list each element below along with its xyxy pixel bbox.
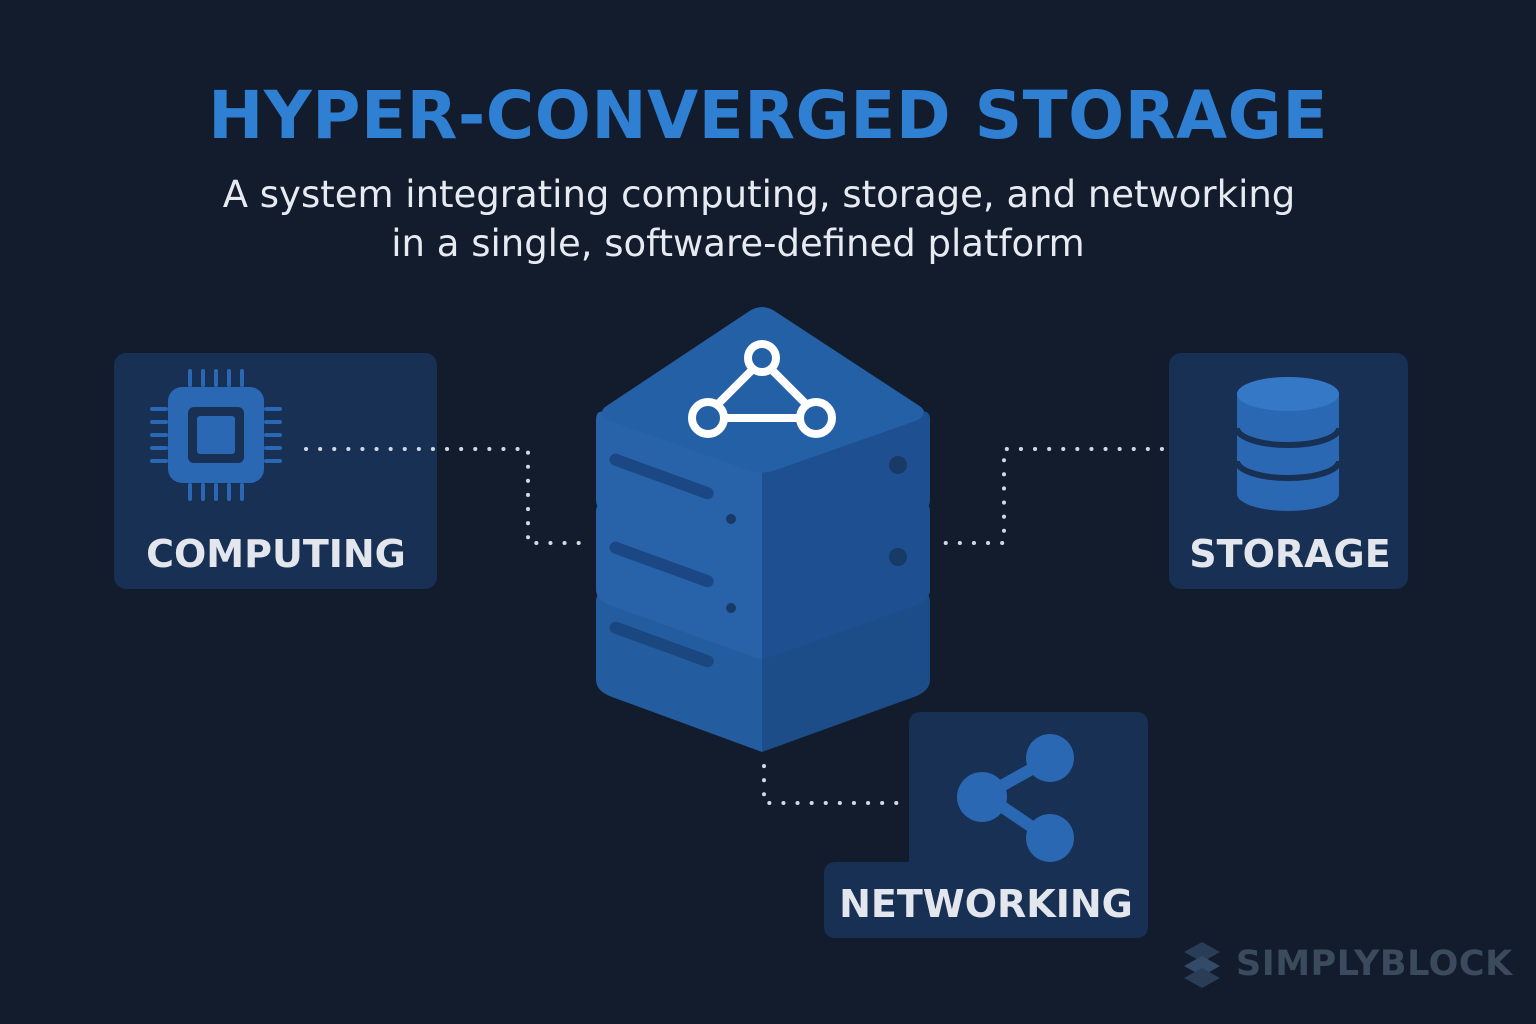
connector-computing <box>304 447 586 545</box>
subtitle-line-1: A system integrating computing, storage,… <box>222 173 1296 216</box>
subtitle-line-2: in a single, software-defined platform <box>391 222 1085 265</box>
connector-storage <box>943 447 1164 545</box>
server-tier-middle <box>596 503 930 660</box>
cpu-chip-icon <box>150 369 282 501</box>
server-tier-top <box>596 307 930 572</box>
brand-watermark: SIMPLYBLOCK <box>1180 940 1513 988</box>
network-triangle-icon <box>688 340 836 438</box>
brand-name: SIMPLYBLOCK <box>1236 944 1513 984</box>
page-title: HYPER-CONVERGED STORAGE <box>208 77 1328 154</box>
computing-panel <box>114 353 437 589</box>
database-icon <box>1234 377 1342 511</box>
connector-networking <box>762 764 910 805</box>
computing-label: COMPUTING <box>146 532 406 576</box>
simplyblock-logo-icon <box>1184 942 1220 988</box>
share-icon <box>957 734 1074 862</box>
networking-label: NETWORKING <box>839 882 1133 926</box>
storage-label: STORAGE <box>1189 532 1390 576</box>
server-stack <box>596 307 930 752</box>
